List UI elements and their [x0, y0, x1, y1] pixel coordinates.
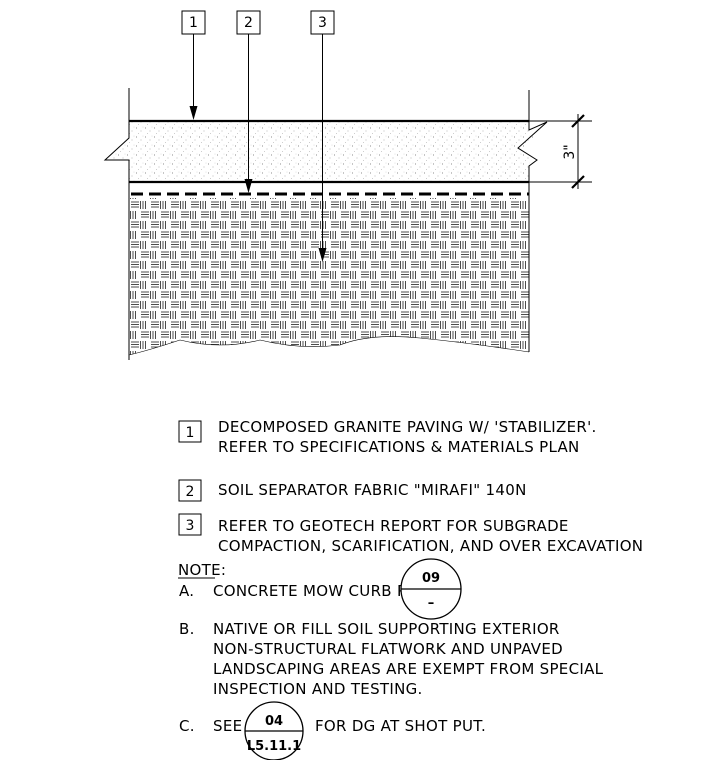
note-b: B. NATIVE OR FILL SOIL SUPPORTING EXTERI… — [179, 620, 604, 698]
note-c-letter: C. — [179, 717, 195, 735]
callout-1-tag: 1 — [189, 15, 198, 31]
callout-3: 3 — [310, 10, 335, 262]
callout-3-tag: 3 — [318, 15, 327, 31]
dg-paving-layer — [105, 121, 547, 182]
legend-item-1: 1 DECOMPOSED GRANITE PAVING W/ 'STABILIZ… — [178, 418, 597, 456]
legend-3-tag: 3 — [186, 518, 195, 534]
legend-3-line-2: COMPACTION, SCARIFICATION, AND OVER EXCA… — [218, 537, 643, 555]
note-b-line-4: INSPECTION AND TESTING. — [213, 680, 423, 698]
note-b-line-2: NON-STRUCTURAL FLATWORK AND UNPAVED — [213, 640, 563, 658]
legend-item-2: 2 SOIL SEPARATOR FABRIC "MIRAFI" 140N — [178, 479, 527, 502]
subgrade-hatch — [129, 198, 529, 355]
legend-2-line-1: SOIL SEPARATOR FABRIC "MIRAFI" 140N — [218, 481, 527, 499]
legend-2-tag: 2 — [186, 484, 195, 500]
legend-1-tag: 1 — [186, 425, 195, 441]
note-a-ref-top: 09 — [422, 571, 440, 586]
callout-1: 1 — [181, 10, 206, 120]
callout-2: 2 — [236, 10, 261, 193]
legend-item-3: 3 REFER TO GEOTECH REPORT FOR SUBGRADE C… — [178, 513, 643, 555]
note-a-text: CONCRETE MOW CURB PER — [213, 582, 427, 600]
note-c-ref-bottom: L5.11.1 — [247, 739, 301, 754]
note-a-letter: A. — [179, 582, 194, 600]
note-a: A. CONCRETE MOW CURB PER 09 – — [179, 558, 462, 620]
legend-1-line-2: REFER TO SPECIFICATIONS & MATERIALS PLAN — [218, 438, 580, 456]
dimension-label: 3" — [562, 144, 578, 159]
subgrade-bottom-edge — [128, 336, 530, 356]
dg-right-breakline — [517, 90, 548, 352]
note-a-ref-bottom: – — [428, 596, 435, 611]
note-c-ref-top: 04 — [265, 714, 283, 729]
note-c: C. SEE 04 L5.11.1 FOR DG AT SHOT PUT. — [179, 701, 486, 760]
note-heading: NOTE: — [178, 561, 226, 579]
note-b-letter: B. — [179, 620, 195, 638]
note-b-line-1: NATIVE OR FILL SOIL SUPPORTING EXTERIOR — [213, 620, 560, 638]
callout-2-tag: 2 — [244, 15, 253, 31]
note-c-before: SEE — [213, 717, 242, 735]
dg-left-breakline — [103, 88, 130, 360]
thickness-dimension: 3" — [529, 114, 592, 189]
note-b-line-3: LANDSCAPING AREAS ARE EXEMPT FROM SPECIA… — [213, 660, 604, 678]
note-c-after: FOR DG AT SHOT PUT. — [315, 717, 486, 735]
legend-1-line-1: DECOMPOSED GRANITE PAVING W/ 'STABILIZER… — [218, 418, 597, 436]
legend-3-line-1: REFER TO GEOTECH REPORT FOR SUBGRADE — [218, 517, 569, 535]
